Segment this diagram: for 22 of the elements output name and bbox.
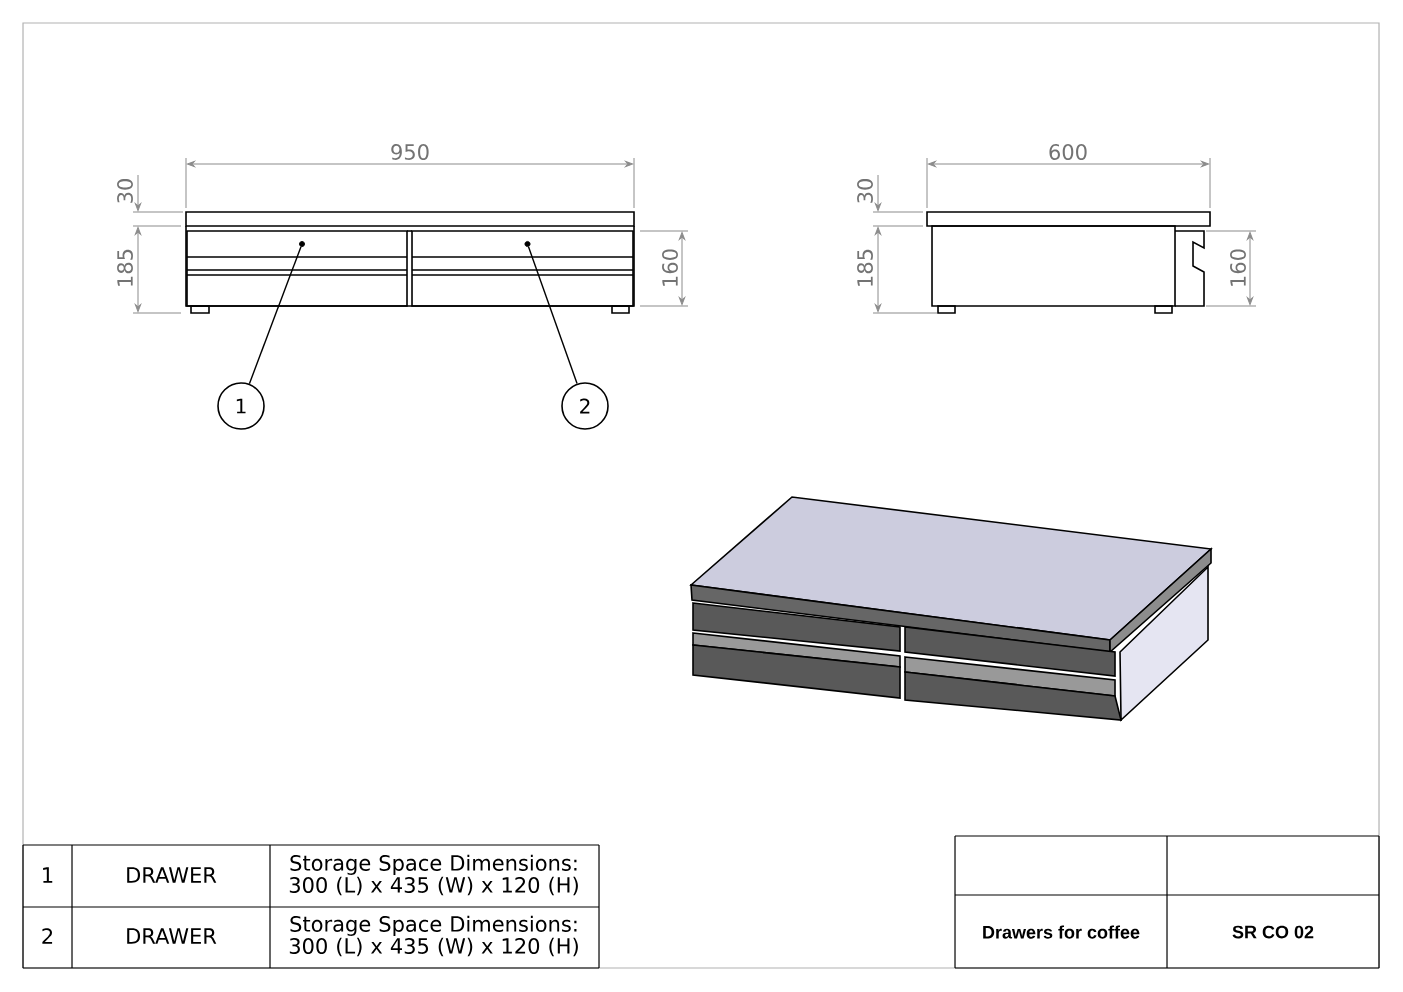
part-name: DRAWER — [127, 867, 217, 883]
drawing-code: SR CO 02 — [1232, 925, 1314, 939]
part-description: Storage Space Dimensions: 300 (L) x 435 (W) x 120 (H) — [289, 915, 578, 957]
dimension-value: 160 — [1230, 249, 1246, 286]
dimension-value: 185 — [117, 249, 133, 286]
callout-number: 1 — [217, 382, 265, 430]
leader-line — [527, 246, 578, 385]
part-description: Storage Space Dimensions: 300 (L) x 435 (W) x 120 (H) — [289, 854, 578, 896]
drawer-front — [411, 230, 634, 307]
item-number: 2 — [42, 928, 53, 944]
item-number: 1 — [43, 867, 53, 883]
drawing-title: Drawers for coffee — [983, 925, 1140, 939]
dimension-value: 160 — [662, 249, 678, 286]
leader-line — [248, 246, 302, 385]
dimension-value: 600 — [1049, 144, 1087, 160]
callout-number: 2 — [561, 382, 609, 430]
dimension-value: 185 — [857, 249, 873, 286]
drawer-front — [186, 230, 408, 307]
part-name: DRAWER — [127, 928, 217, 944]
dimension-value: 30 — [117, 179, 133, 203]
dimension-value: 30 — [857, 179, 873, 203]
dimension-value: 950 — [391, 144, 429, 160]
